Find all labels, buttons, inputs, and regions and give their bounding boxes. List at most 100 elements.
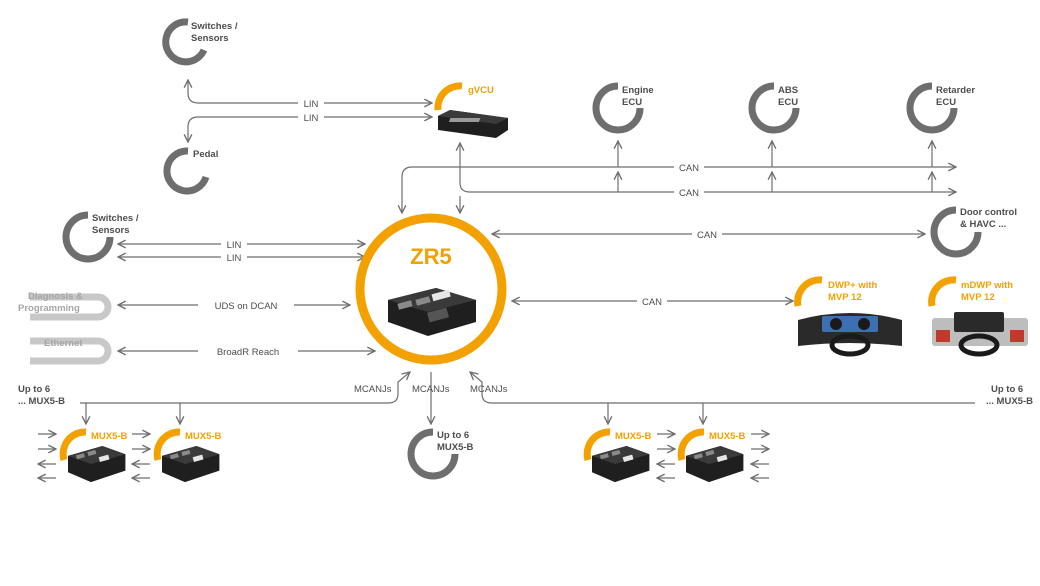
mcan-label-center: MCANJs [412,384,450,395]
svg-text:Sensors: Sensors [191,33,229,44]
diagnosis-line1: Diagnosis & [28,291,83,302]
orange-arc-icon [677,428,705,461]
mux-device-icon [68,446,126,483]
abs-line2: ECU [778,97,798,108]
up-to-6-right-line1: Up to 6 [991,384,1023,395]
mux-label-1: MUX5-B [91,431,128,442]
door-line1: Door control [960,207,1017,218]
zr5-ring [355,213,507,365]
mux-left-arrows [38,434,150,478]
mux-device-icon [592,446,650,483]
light-connector-icon [30,337,112,365]
can-bus-2 [459,158,956,192]
pedal-label: Pedal [193,149,218,160]
light-connector-icon [30,293,112,321]
engine-line1: Engine [622,85,654,96]
lin-line-pedal [188,117,432,142]
diagnosis-line2: Programming [18,303,80,314]
retarder-line2: ECU [936,97,956,108]
pedal-node: Pedal [163,147,218,195]
dashboard-icon [798,313,902,357]
can-label-1: CAN [679,163,699,174]
mux-label-4: MUX5-B [709,431,746,442]
mcan-label-left: MCANJs [354,384,392,395]
ring-icon [163,147,210,195]
mux-unit-1: MUX5-B [59,428,128,483]
ring-icon [906,82,958,134]
mux-label-3: MUX5-B [615,431,652,442]
svg-text:Switches /: Switches / [191,21,238,32]
retarder-line1: Retarder [936,85,975,96]
up-to-6-right-line2: ... MUX5-B [986,396,1033,407]
dwp-line1: DWP+ with [828,280,878,291]
mcan-left [80,372,410,404]
mux-unit-4: MUX5-B [677,428,746,483]
can-bus-1 [402,167,956,213]
mdwp-line2: MVP 12 [961,292,995,303]
lin-label-2: LIN [304,113,319,124]
switches-left-line1: Switches / [92,213,139,224]
ring-icon [162,18,208,66]
gvcu-node: gVCU [434,82,508,138]
retarder-ecu-node: Retarder ECU [906,82,975,134]
dashboard-icon [932,312,1028,357]
orange-arc-icon [153,428,181,461]
up-to-6-center-line1: Up to 6 [437,430,469,441]
mux-unit-3: MUX5-B [583,428,652,483]
can-label-2: CAN [679,188,699,199]
broadr-label: BroadR Reach [217,347,279,358]
up-to-6-left-line2: ... MUX5-B [18,396,65,407]
mdwp-node: mDWP with MVP 12 [928,276,1028,357]
abs-ecu-node: ABS ECU [748,82,800,134]
door-line2: & HAVC ... [960,219,1006,230]
switches-sensors-top-node: Switches / Sensors [162,18,238,66]
ring-icon [592,82,644,134]
mdwp-line1: mDWP with [961,280,1013,291]
switches-sensors-left-node: Switches / Sensors [62,211,139,263]
engine-line2: ECU [622,97,642,108]
ring-icon [407,428,459,480]
ring-icon [62,211,114,263]
ethernet-label: Ethernet [44,338,83,349]
mux-device-icon [686,446,744,483]
mcan-right [470,372,975,404]
abs-line1: ABS [778,85,798,96]
diagnosis-node: Diagnosis & Programming [18,291,112,321]
can-label-3: CAN [697,230,717,241]
zr5-device-icon [388,288,476,336]
ethernet-node: Ethernet [30,337,112,365]
zr5-node: ZR5 [355,213,507,365]
up-to-6-center-node: Up to 6 MUX5-B [407,428,474,480]
ring-icon [930,206,982,258]
switches-top-line1: Switches / [191,21,238,32]
orange-arc-icon [928,276,957,307]
dwp-line2: MVP 12 [828,292,862,303]
orange-arc-icon [794,276,823,307]
up-to-6-center-line2: MUX5-B [437,442,474,453]
gvcu-label: gVCU [468,85,494,96]
uds-label: UDS on DCAN [215,301,278,312]
lin-line-switches-top [188,80,432,103]
ring-icon [748,82,800,134]
door-control-node: Door control & HAVC ... [930,206,1017,258]
orange-arc-icon [583,428,611,461]
mux-unit-2: MUX5-B [153,428,222,483]
lin-label-3: LIN [227,240,242,251]
can-label-4: CAN [642,297,662,308]
lin-label-4: LIN [227,253,242,264]
mux-device-icon [162,446,220,483]
mux-right-arrows [657,434,769,478]
dwp-node: DWP+ with MVP 12 [794,276,902,357]
orange-arc-icon [59,428,87,461]
orange-arc-icon [434,82,463,111]
lin-label-1: LIN [304,99,319,110]
mux-label-2: MUX5-B [185,431,222,442]
gvcu-device-icon [438,110,508,138]
engine-ecu-node: Engine ECU [592,82,654,134]
switches-top-line2: Sensors [191,33,229,44]
switches-left-line2: Sensors [92,225,130,236]
mcan-label-right: MCANJs [470,384,508,395]
zr5-title: ZR5 [410,244,452,269]
up-to-6-left-line1: Up to 6 [18,384,50,395]
